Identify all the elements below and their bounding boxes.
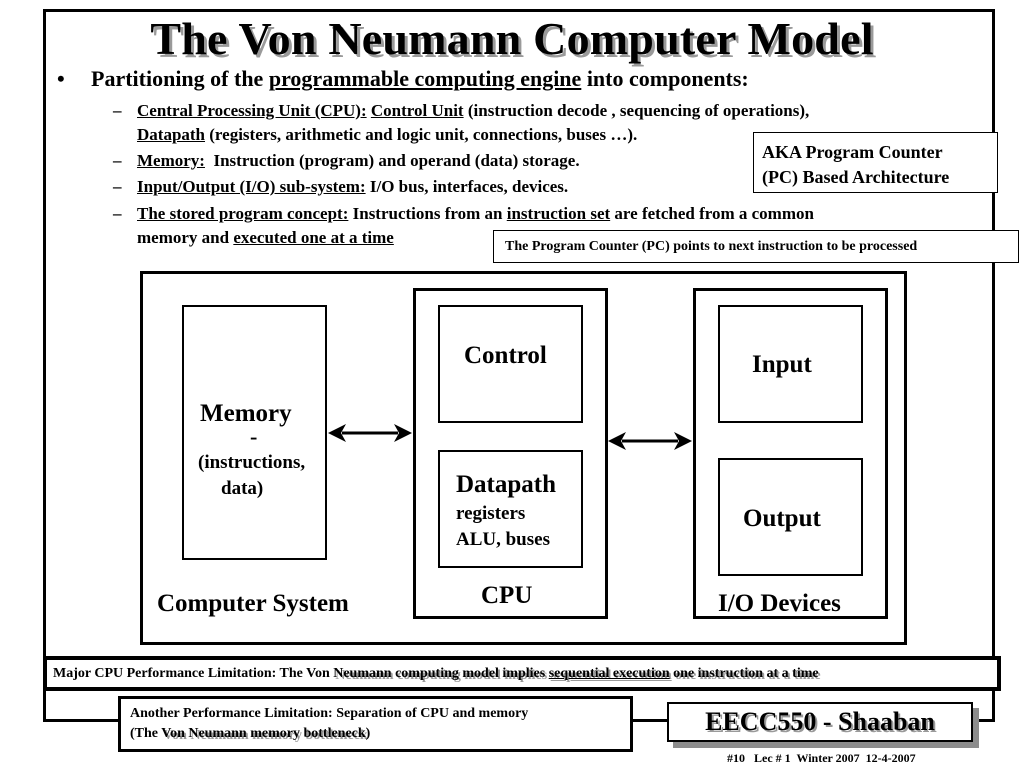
memory-line1: (instructions, (198, 452, 306, 473)
cpu-text2: (registers, arithmetic and logic unit, c… (205, 125, 638, 144)
main-bullet-underlined: programmable computing engine (268, 66, 582, 91)
bullet-marker: • (57, 66, 65, 91)
another-line1: Another Performance Limitation: Separati… (130, 706, 529, 721)
control-box (438, 305, 583, 423)
output-box (718, 458, 863, 576)
sub-bullet-io: Input/Output (I/O) sub-system: I/O bus, … (137, 177, 568, 197)
memory-title: Memory (200, 400, 292, 427)
limitation-part2: Neumann computing model implies (333, 666, 549, 681)
memory-box (182, 305, 327, 560)
stored-label: The stored program concept: (137, 204, 349, 223)
computer-system-label: Computer System (157, 590, 349, 617)
cpu-io-arrow (608, 432, 692, 450)
sub-bullet-cpu-line2: Datapath (registers, arithmetic and logi… (137, 125, 637, 145)
datapath-line1: registers (456, 503, 526, 524)
output-label: Output (743, 505, 821, 532)
another-line2-suffix: ) (365, 726, 371, 741)
cpu-label: Central Processing Unit (CPU): (137, 101, 367, 120)
datapath-box (438, 450, 583, 568)
memory-cpu-arrow (328, 424, 412, 442)
limitation-prefix: Major CPU Performance Limitation: The Vo… (53, 666, 334, 681)
executed-term: executed one at a time (233, 228, 394, 247)
memory-text: Instruction (program) and operand (data)… (204, 151, 580, 170)
input-box (718, 305, 863, 423)
pc-box: The Program Counter (PC) points to next … (493, 230, 1019, 263)
stored-text2: are fetched from a common (610, 204, 814, 223)
main-bullet: Partitioning of the programmable computi… (91, 66, 749, 92)
limitation-suffix: one instruction at a time (669, 666, 819, 681)
dash-marker-cpu: – (113, 101, 122, 120)
io-label: Input/Output (I/O) sub-system: (137, 177, 366, 196)
course-badge: EECC550 - Shaaban (667, 702, 973, 742)
sub-bullet-memory: Memory: Instruction (program) and operan… (137, 151, 580, 171)
another-line2-prefix: (The (130, 726, 162, 741)
instruction-set-term: instruction set (506, 204, 611, 223)
io-text: I/O bus, interfaces, devices. (365, 177, 569, 196)
cpu-text1: (instruction decode , sequencing of oper… (463, 101, 810, 120)
slide-footer: #10 Lec # 1 Winter 2007 12-4-2007 (727, 751, 916, 765)
cpu-label-text: CPU (481, 582, 533, 609)
datapath-line2: ALU, buses (456, 529, 550, 550)
slide-title: The Von Neumann Computer Model (150, 13, 874, 64)
sub-bullet-stored-line2: memory and executed one at a time (137, 228, 394, 248)
aka-line2: (PC) Based Architecture (762, 167, 950, 187)
aka-box: AKA Program Counter (PC) Based Architect… (753, 132, 998, 193)
sub-bullet-cpu-line1: Central Processing Unit (CPU): Control U… (137, 101, 809, 121)
limitation-banner: Major CPU Performance Limitation: The Vo… (43, 656, 1001, 691)
course-badge-text: EECC550 - Shaaban (705, 707, 935, 736)
sub-bullet-stored-line1: The stored program concept: Instructions… (137, 204, 814, 224)
memory-label: Memory: (137, 151, 205, 170)
main-bullet-prefix: Partitioning of the (91, 66, 269, 91)
stored-text1: Instructions from an (348, 204, 507, 223)
datapath-term: Datapath (137, 125, 206, 144)
main-bullet-suffix: into components: (581, 66, 749, 91)
input-label: Input (752, 351, 812, 378)
io-devices-label: I/O Devices (718, 590, 841, 617)
dash-marker-memory: – (113, 151, 122, 170)
memory-dash: - (250, 424, 258, 449)
memory-line2: data) (221, 478, 264, 499)
another-line2-emph: Von Neumann memory bottleneck (161, 726, 366, 741)
memory-bottleneck-box: Another Performance Limitation: Separati… (118, 696, 633, 752)
stored-line2-prefix: memory and (137, 228, 234, 247)
limitation-underlined: sequential execution (548, 666, 670, 681)
dash-marker-io: – (113, 177, 122, 196)
datapath-title: Datapath (456, 471, 557, 498)
control-unit-term: Control Unit (370, 101, 464, 120)
dash-marker-stored: – (113, 204, 122, 223)
aka-line1: AKA Program Counter (762, 142, 943, 162)
control-label: Control (464, 342, 547, 369)
